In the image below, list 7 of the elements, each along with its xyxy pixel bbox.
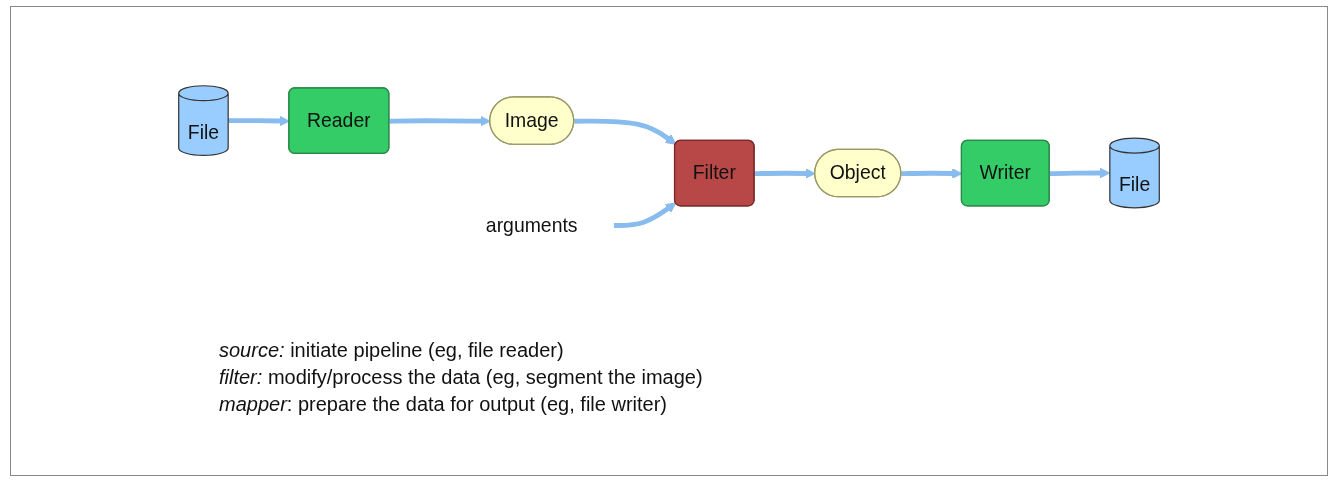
arrow (1049, 167, 1111, 179)
node-text: arguments (485, 214, 578, 236)
note-text: filter: modify/process the data (eg, segment the image) (219, 365, 704, 390)
note-text: mapper: prepare the data for output (eg, file writer) (219, 392, 668, 417)
arrow (613, 202, 677, 228)
arrow (574, 118, 677, 145)
note-text: source: initiate pipeline (eg, file reader) (219, 338, 565, 363)
